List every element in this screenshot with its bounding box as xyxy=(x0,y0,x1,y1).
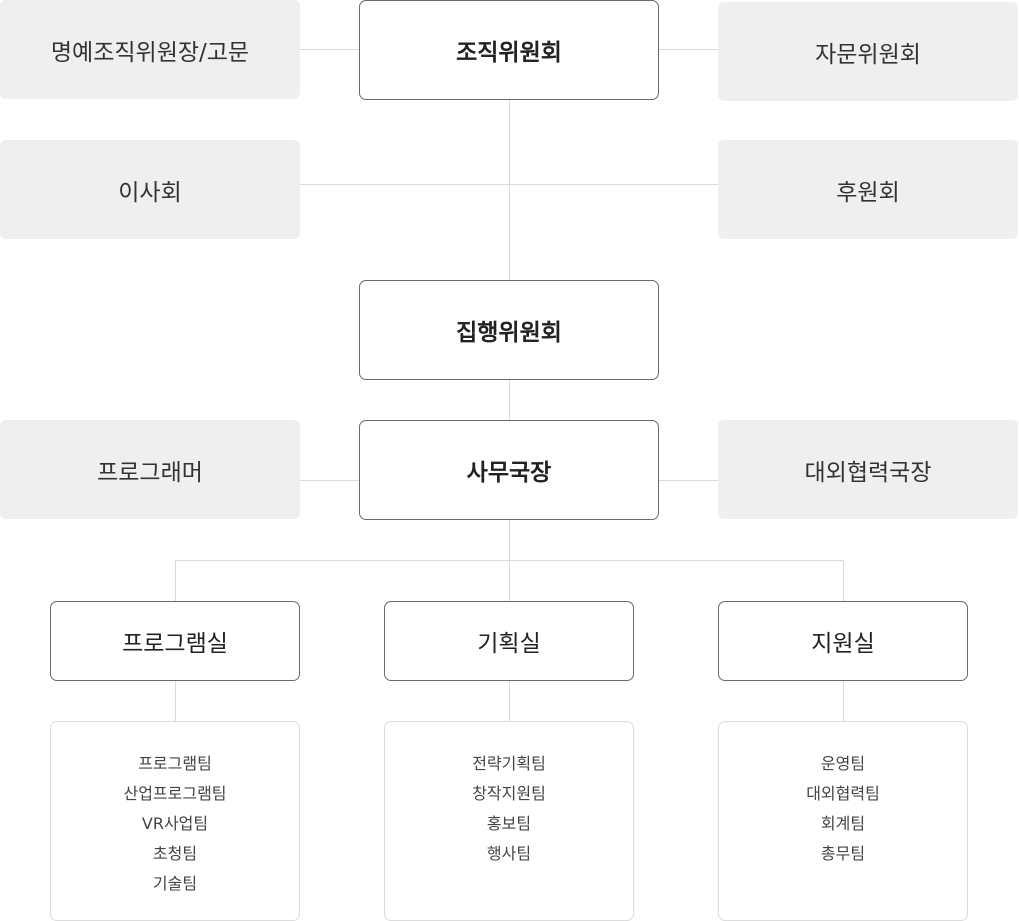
team-item: 대외협력팀 xyxy=(806,784,880,803)
connector-dept-left xyxy=(175,560,176,601)
connector-trunk-top xyxy=(509,99,510,280)
team-item: 산업프로그램팀 xyxy=(123,784,227,803)
external-director-box: 대외협력국장 xyxy=(718,420,1018,519)
team-item: 운영팀 xyxy=(820,754,866,773)
organizing-committee-box: 조직위원회 xyxy=(359,0,659,100)
connector-external xyxy=(658,480,718,481)
team-item: 창작지원팀 xyxy=(472,784,546,803)
department-program-box: 프로그램실 xyxy=(50,601,300,681)
team-item: 전략기획팀 xyxy=(472,754,546,773)
board-box: 이사회 xyxy=(0,140,300,239)
team-item: 기술팀 xyxy=(152,874,198,893)
department-planning-box: 기획실 xyxy=(384,601,634,681)
connector-dept-horizontal xyxy=(175,560,844,561)
team-item: 행사팀 xyxy=(486,844,532,863)
connector-exec-secretary xyxy=(509,379,510,420)
connector-teams-left xyxy=(175,680,176,721)
executive-committee-box: 집행위원회 xyxy=(359,280,659,380)
connector-honorary xyxy=(300,49,360,50)
sponsors-box: 후원회 xyxy=(718,140,1018,239)
team-item: 회계팀 xyxy=(820,814,866,833)
team-item: 초청팀 xyxy=(152,844,198,863)
department-support-box: 지원실 xyxy=(718,601,968,681)
connector-dept-right xyxy=(843,560,844,601)
secretary-general-box: 사무국장 xyxy=(359,420,659,520)
team-item: 홍보팀 xyxy=(486,814,532,833)
connector-board-sponsors xyxy=(300,184,718,185)
connector-programmer xyxy=(300,480,360,481)
connector-teams-mid xyxy=(509,680,510,721)
team-item: 프로그램팀 xyxy=(138,754,212,773)
team-item: VR사업팀 xyxy=(141,814,209,833)
team-item: 총무팀 xyxy=(820,844,866,863)
honorary-box: 명예조직위원장/고문 xyxy=(0,0,300,99)
programmer-box: 프로그래머 xyxy=(0,420,300,519)
planning-teams-box: 전략기획팀 창작지원팀 홍보팀 행사팀 xyxy=(384,721,634,921)
advisory-committee-box: 자문위원회 xyxy=(718,2,1018,101)
connector-teams-right xyxy=(843,680,844,721)
support-teams-box: 운영팀 대외협력팀 회계팀 총무팀 xyxy=(718,721,968,921)
program-teams-box: 프로그램팀 산업프로그램팀 VR사업팀 초청팀 기술팀 xyxy=(50,721,300,921)
connector-advisory xyxy=(658,49,718,50)
